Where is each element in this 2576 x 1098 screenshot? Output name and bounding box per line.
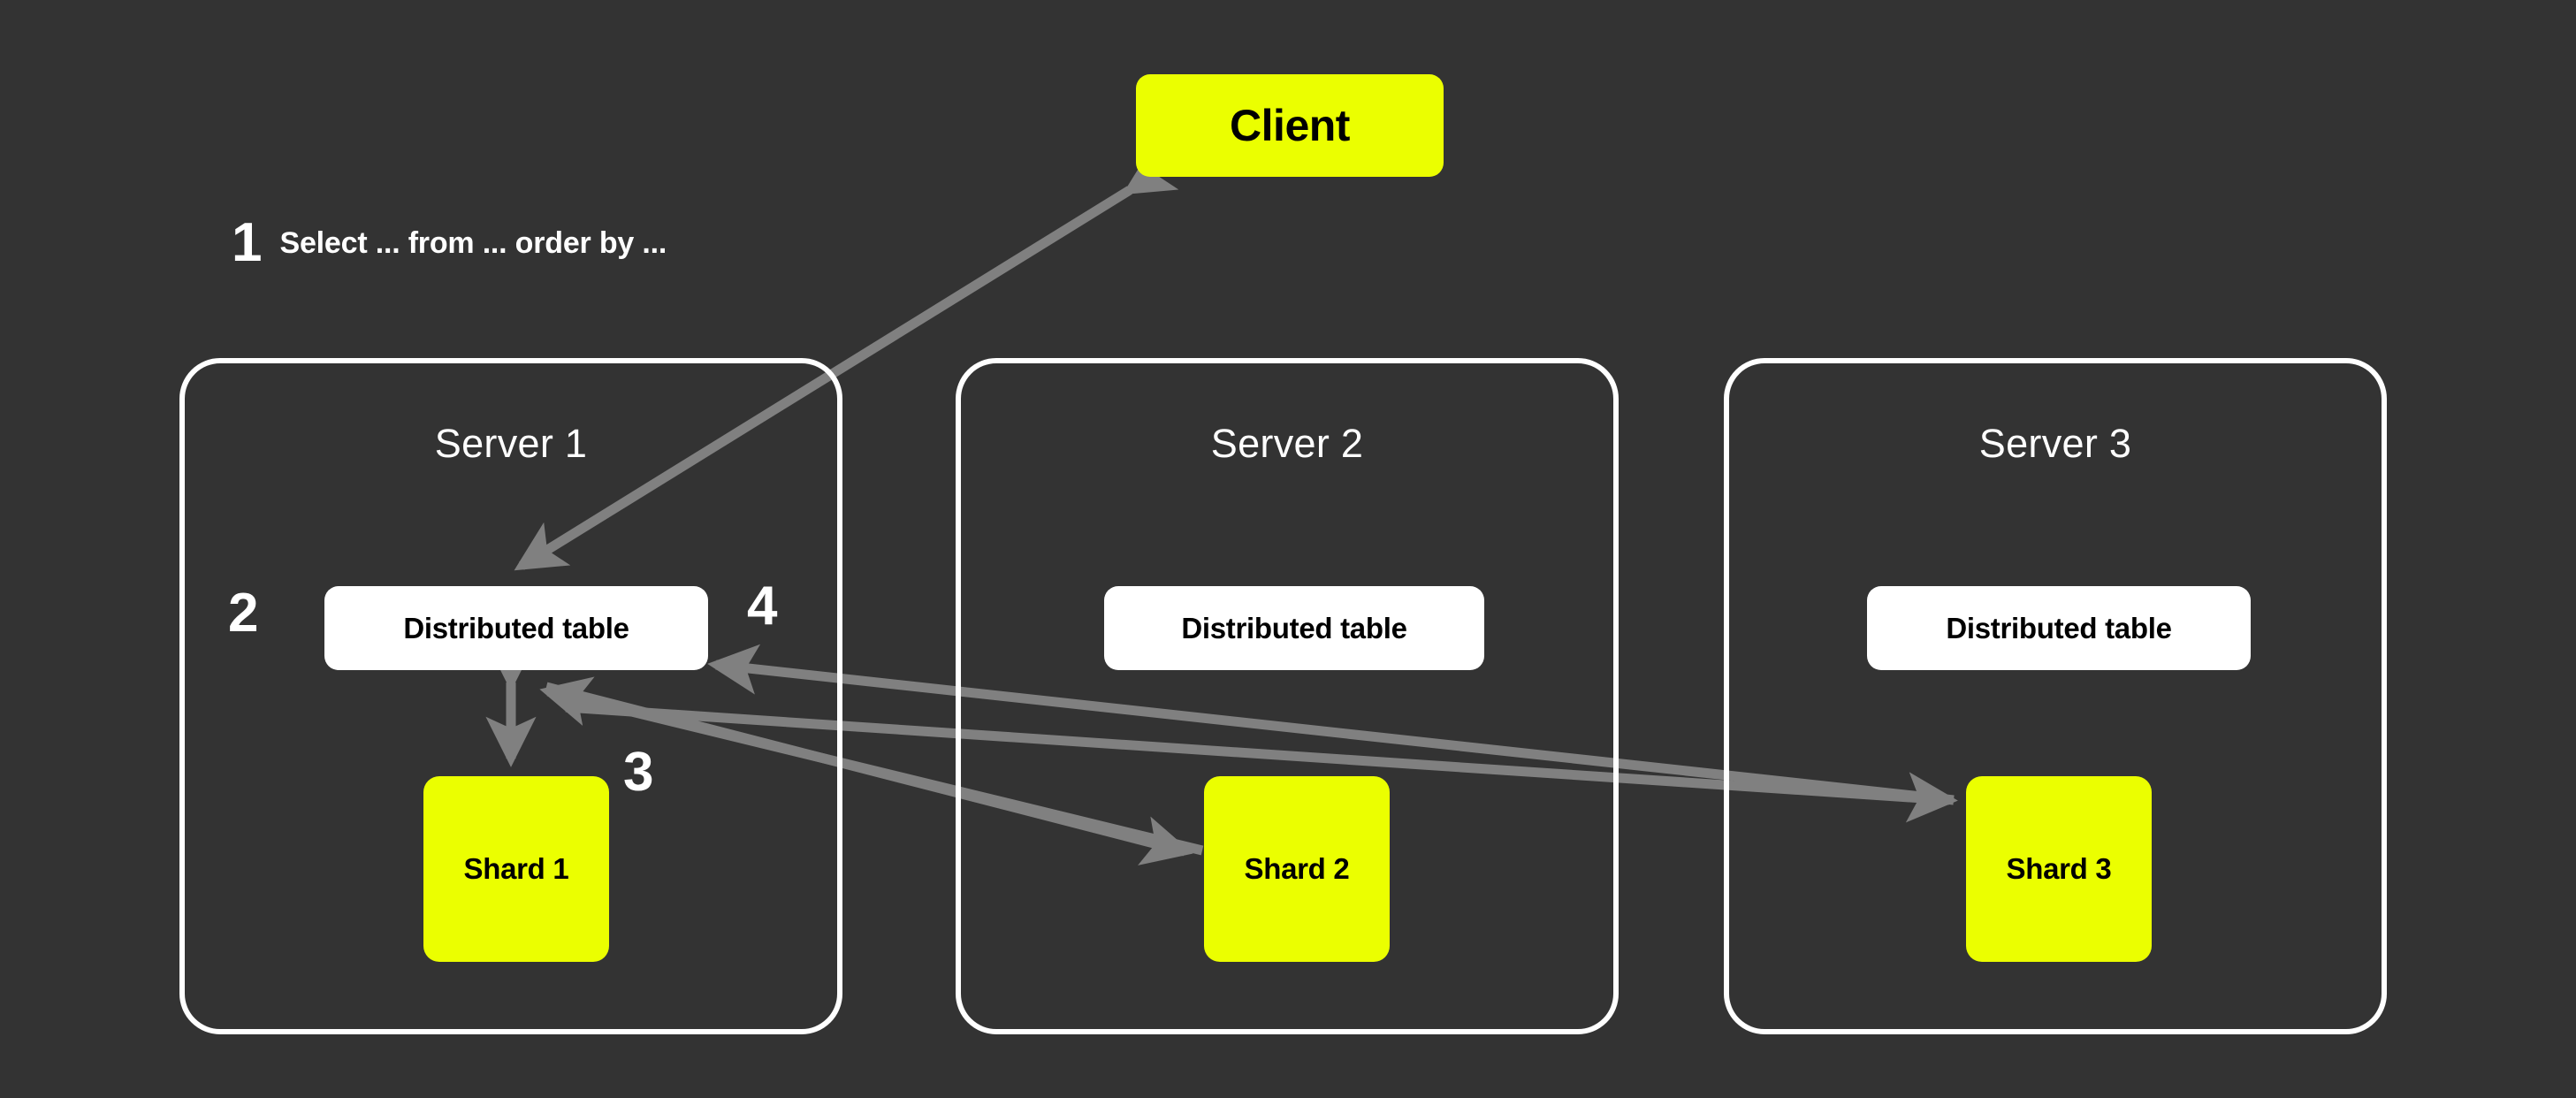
query-text: Select ... from ... order by ...	[279, 225, 667, 260]
step-1-annotation: 1 Select ... from ... order by ...	[232, 216, 667, 271]
step-number-2: 2	[228, 583, 259, 644]
shard-node-1[interactable]: Shard 1	[423, 776, 609, 962]
shard-label-1: Shard 1	[463, 852, 569, 885]
distributed-table-1[interactable]: Distributed table	[324, 586, 708, 670]
distributed-table-3[interactable]: Distributed table	[1867, 586, 2251, 670]
client-label: Client	[1230, 101, 1350, 150]
server-box-3[interactable]: Server 3 Distributed table Shard 3	[1724, 358, 2387, 1034]
distributed-table-label-1: Distributed table	[403, 611, 629, 644]
step-number-1: 1	[232, 212, 263, 273]
server-box-2[interactable]: Server 2 Distributed table Shard 2	[956, 358, 1619, 1034]
step-number-3: 3	[623, 742, 654, 803]
distributed-table-2[interactable]: Distributed table	[1104, 586, 1484, 670]
shard-node-2[interactable]: Shard 2	[1204, 776, 1390, 962]
distributed-table-label-3: Distributed table	[1946, 611, 2172, 644]
shard-label-2: Shard 2	[1244, 852, 1350, 885]
shard-node-3[interactable]: Shard 3	[1966, 776, 2152, 962]
server-title-1: Server 1	[434, 421, 588, 466]
server-box-1[interactable]: Server 1 Distributed table Shard 1	[179, 358, 842, 1034]
distributed-table-label-2: Distributed table	[1181, 611, 1407, 644]
shard-label-3: Shard 3	[2006, 852, 2112, 885]
step-number-4: 4	[747, 576, 778, 637]
server-title-3: Server 3	[1978, 421, 2132, 466]
server-title-2: Server 2	[1210, 421, 1364, 466]
client-node[interactable]: Client	[1136, 74, 1444, 177]
